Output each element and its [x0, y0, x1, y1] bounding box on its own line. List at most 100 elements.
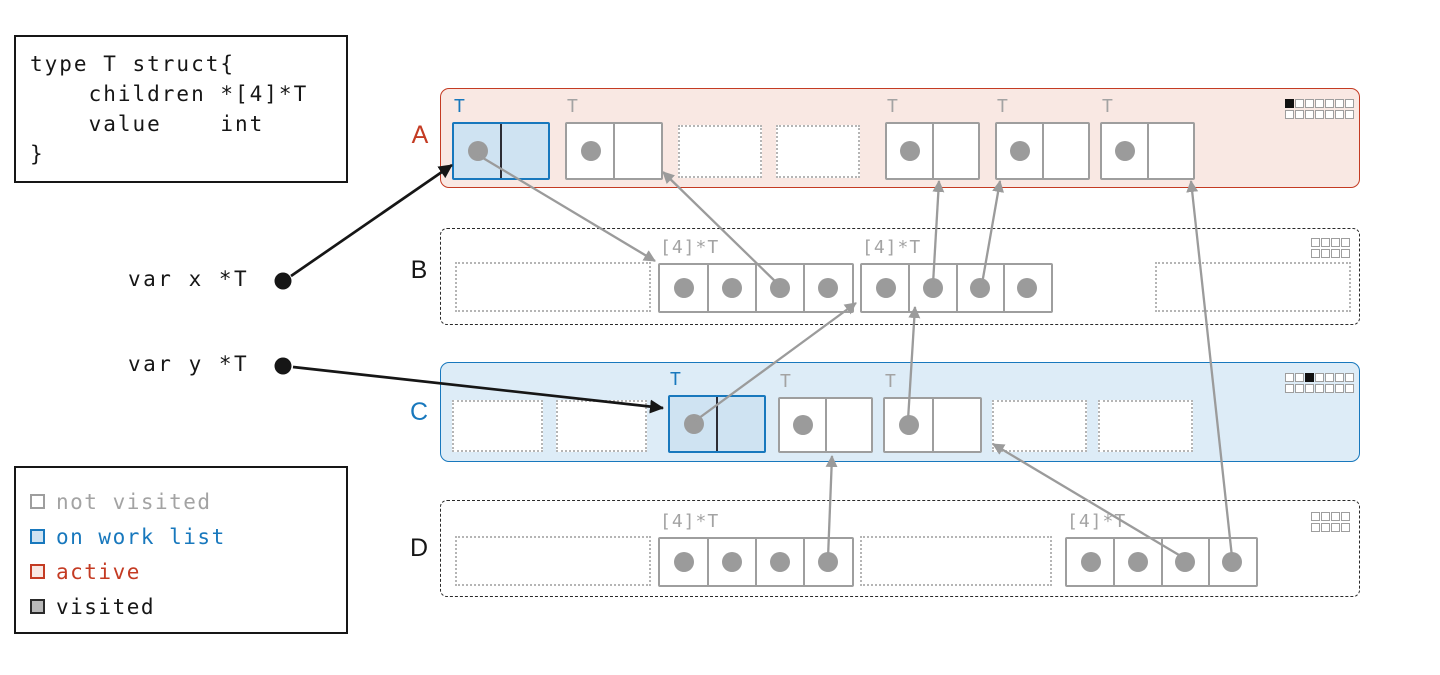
cell-divider	[931, 399, 934, 451]
bitmap-row	[1285, 373, 1354, 382]
pointer-slot-dot	[770, 552, 790, 572]
bitmap-cell	[1285, 384, 1294, 393]
legend-label: not visited	[56, 489, 212, 514]
bitmap-cell	[1315, 373, 1324, 382]
bitmap-cell	[1315, 384, 1324, 393]
legend-item-visited: visited	[30, 589, 346, 624]
allocation-bitmap-icon-B	[1311, 238, 1350, 258]
cell-divider	[1113, 539, 1116, 585]
cell-divider	[500, 124, 502, 178]
bitmap-cell	[1335, 99, 1344, 108]
bitmap-cell	[1305, 373, 1314, 382]
bitmap-cell	[1325, 384, 1334, 393]
pointer-slot-dot	[1175, 552, 1196, 572]
heap-object-T-default	[885, 122, 980, 180]
cell-divider	[1041, 124, 1044, 178]
object-type-label: T	[1102, 96, 1114, 117]
heap-object-T-default	[1100, 122, 1195, 180]
heap-object-array-default	[1065, 537, 1258, 587]
bitmap-cell	[1321, 523, 1330, 532]
bitmap-cell	[1285, 99, 1294, 108]
bitmap-row	[1285, 110, 1354, 119]
pointer-slot-dot	[467, 141, 488, 161]
bitmap-cell	[1305, 99, 1314, 108]
object-type-label: [4]*T	[660, 511, 720, 532]
object-type-label: T	[997, 96, 1009, 117]
legend-item-on-work-list: on work list	[30, 519, 346, 554]
cell-divider	[1146, 124, 1149, 178]
heap-object-T-default	[778, 397, 873, 453]
bitmap-cell	[1321, 512, 1330, 521]
bitmap-cell	[1345, 384, 1354, 393]
bitmap-row	[1311, 238, 1350, 247]
free-memory-slot	[455, 536, 651, 586]
cell-divider	[1207, 539, 1210, 585]
pointer-slot-dot	[722, 278, 742, 298]
pointer-slot-dot	[674, 552, 694, 572]
pointer-slot-dot	[970, 278, 991, 298]
pointer-slot-dot	[674, 278, 694, 298]
cell-divider	[955, 265, 958, 311]
object-type-label: [4]*T	[660, 237, 720, 258]
pointer-slot-dot	[1080, 552, 1101, 572]
bitmap-cell	[1311, 512, 1320, 521]
on-work-list-swatch-icon	[30, 529, 45, 544]
object-type-label: T	[454, 96, 466, 117]
pointer-slot-dot	[580, 141, 601, 161]
heap-object-array-default	[658, 537, 854, 587]
memory-region-label-D: D	[409, 534, 429, 562]
heap-object-array-default	[860, 263, 1053, 313]
bitmap-row	[1311, 512, 1350, 521]
cell-divider	[1002, 265, 1005, 311]
bitmap-cell	[1331, 249, 1340, 258]
bitmap-cell	[1325, 110, 1334, 119]
bitmap-cell	[1341, 238, 1350, 247]
bitmap-cell	[1315, 99, 1324, 108]
object-type-label: T	[885, 371, 897, 392]
cell-divider	[707, 539, 709, 585]
bitmap-cell	[1285, 110, 1294, 119]
heap-object-T-worklist	[668, 395, 766, 453]
object-type-label: T	[567, 96, 579, 117]
bitmap-cell	[1345, 99, 1354, 108]
free-memory-slot	[776, 125, 860, 178]
pointer-slot-dot	[722, 552, 742, 572]
free-memory-slot	[678, 125, 762, 178]
bitmap-cell	[1335, 373, 1344, 382]
object-type-label: T	[887, 96, 899, 117]
bitmap-cell	[1325, 99, 1334, 108]
object-type-label: [4]*T	[1067, 511, 1127, 532]
bitmap-cell	[1341, 523, 1350, 532]
cell-divider	[1160, 539, 1163, 585]
cell-divider	[803, 265, 805, 311]
bitmap-cell	[1321, 249, 1330, 258]
bitmap-cell	[1295, 384, 1304, 393]
cell-divider	[755, 539, 757, 585]
free-memory-slot	[992, 400, 1087, 452]
legend-item-not-visited: not visited	[30, 484, 346, 519]
cell-divider	[908, 265, 911, 311]
bitmap-cell	[1341, 249, 1350, 258]
object-type-label: T	[670, 369, 682, 390]
var-y-label: var y *T	[128, 352, 250, 376]
bitmap-cell	[1295, 110, 1304, 119]
bitmap-cell	[1331, 512, 1340, 521]
heap-object-T-default	[565, 122, 663, 180]
cell-divider	[613, 124, 615, 178]
free-memory-slot	[1155, 262, 1351, 312]
bitmap-cell	[1295, 99, 1304, 108]
free-memory-slot	[860, 536, 1052, 586]
active-swatch-icon	[30, 564, 45, 579]
bitmap-row	[1285, 384, 1354, 393]
pointer-slot-dot	[818, 278, 838, 298]
var-x-label: var x *T	[128, 267, 250, 291]
var-pointer-dot-y	[274, 357, 292, 375]
cell-divider	[803, 539, 805, 585]
bitmap-cell	[1311, 249, 1320, 258]
pointer-slot-dot	[1009, 141, 1030, 161]
pointer-slot-dot	[770, 278, 790, 298]
bitmap-cell	[1321, 238, 1330, 247]
memory-region-label-C: C	[409, 398, 429, 426]
bitmap-cell	[1325, 373, 1334, 382]
